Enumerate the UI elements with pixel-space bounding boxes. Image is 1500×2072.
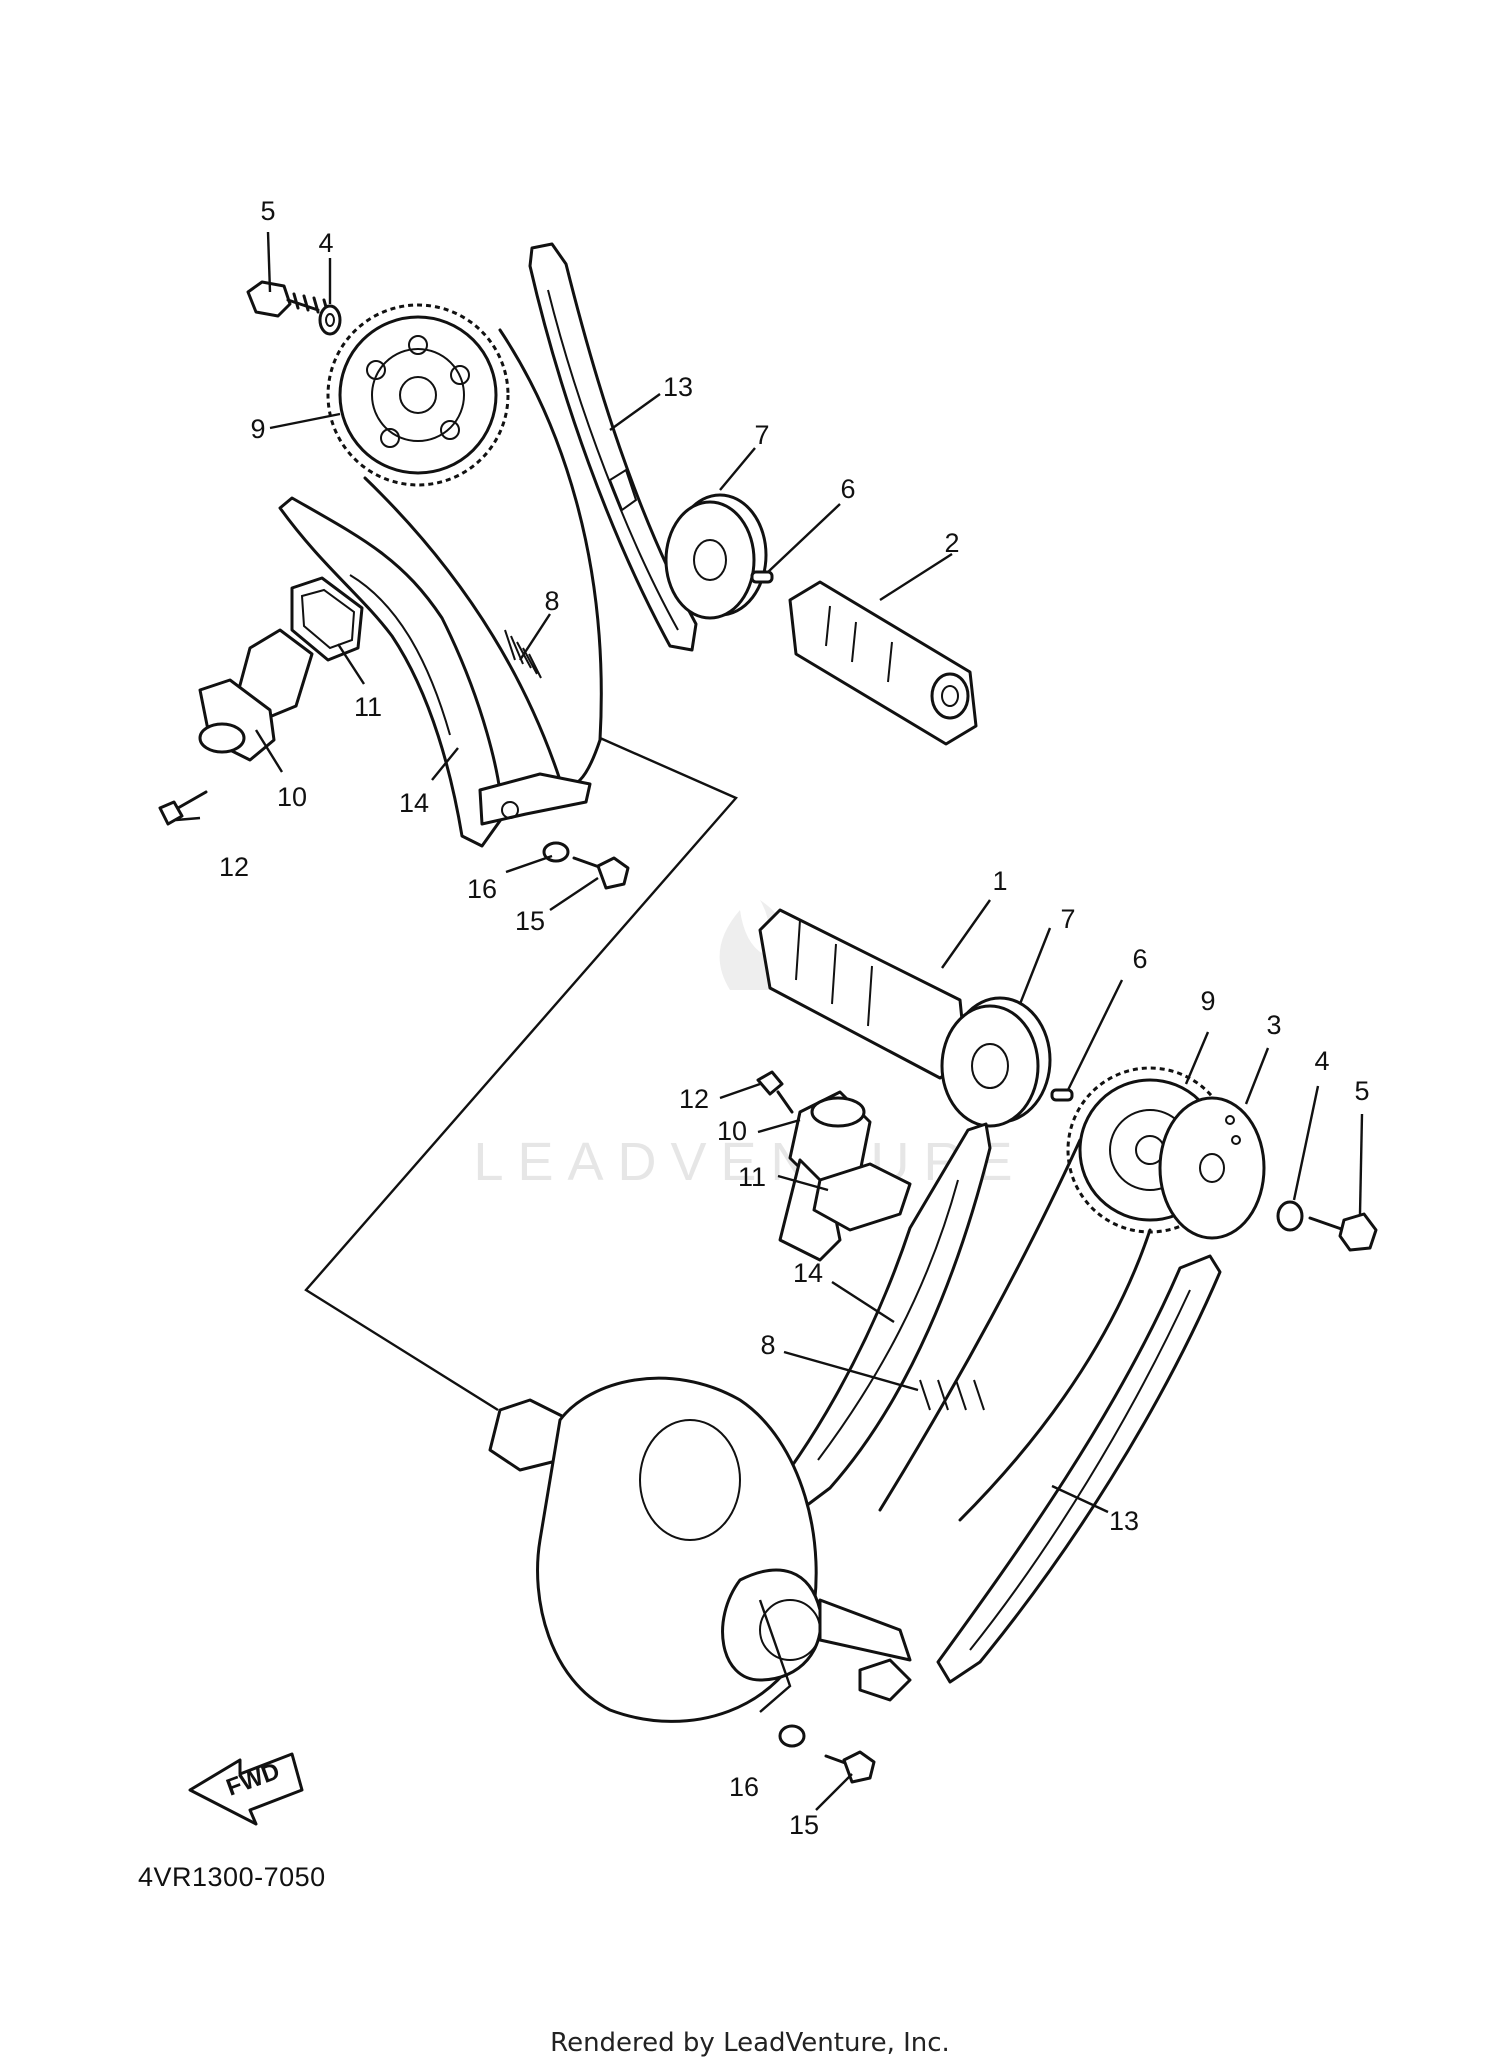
callout-5: 5	[260, 196, 275, 226]
bolt-12-top	[158, 790, 208, 826]
bolt-15-bottom	[778, 1724, 876, 1784]
callout-7: 7	[754, 420, 769, 450]
callout-6: 6	[840, 474, 855, 504]
callout-6: 6	[1132, 944, 1147, 974]
callout-13: 13	[1109, 1506, 1139, 1536]
washer-top	[318, 304, 342, 336]
callout-10: 10	[277, 782, 307, 812]
callout-10: 10	[717, 1116, 747, 1146]
callout-3: 3	[1266, 1010, 1281, 1040]
callout-16: 16	[467, 874, 497, 904]
callout-8: 8	[544, 586, 559, 616]
callout-14: 14	[793, 1258, 823, 1288]
part-code: 4VR1300-7050	[138, 1862, 326, 1892]
callout-12: 12	[219, 852, 249, 882]
callout-7: 7	[1060, 904, 1075, 934]
callouts-top: 5 4 9 13 7 6 2 8 11 10 14 12 16 15	[219, 196, 960, 936]
timing-chain-top	[363, 328, 603, 787]
callouts-bottom: 1 7 6 9 3 4 5 12 10 11 14 8 13 16 15	[679, 866, 1370, 1840]
connection-line	[304, 736, 738, 1412]
callout-13: 13	[663, 372, 693, 402]
callout-4: 4	[318, 228, 333, 258]
tensioner-bottom	[778, 1090, 872, 1262]
tensioner-guide-top	[278, 496, 592, 848]
chain-guide-top	[528, 242, 698, 652]
cam-plate-bottom	[940, 996, 1052, 1128]
timing-chain-bottom	[878, 1138, 1152, 1522]
cam-plate-3	[1158, 1096, 1266, 1240]
dowel-top	[750, 570, 774, 584]
dowel-bottom	[1050, 1088, 1074, 1102]
callout-2: 2	[944, 528, 959, 558]
camshaft-exhaust	[788, 580, 978, 746]
cam-plate-top	[664, 493, 768, 620]
bolt-top	[246, 280, 330, 318]
camshaft-intake	[758, 908, 968, 1080]
tensioner-top	[198, 628, 314, 762]
crankshaft	[488, 1376, 912, 1723]
cam-sprocket-top	[326, 303, 510, 487]
watermark-text: LEADVENTURE	[473, 1132, 1026, 1192]
callout-9: 9	[250, 414, 265, 444]
callout-15: 15	[789, 1810, 819, 1840]
tensioner-guide-bottom	[758, 1122, 992, 1520]
callout-4: 4	[1314, 1046, 1329, 1076]
gasket-bottom	[812, 1162, 912, 1232]
gasket-top	[290, 576, 364, 662]
bolt-bottom	[1308, 1212, 1378, 1252]
footer-credit: Rendered by LeadVenture, Inc.	[550, 2028, 950, 2058]
callout-14: 14	[399, 788, 429, 818]
bolt-15-top	[542, 841, 630, 890]
callout-16: 16	[729, 1772, 759, 1802]
callout-1: 1	[992, 866, 1007, 896]
callout-11: 11	[738, 1162, 766, 1192]
leader-lines	[175, 231, 1364, 1811]
fwd-arrow-icon: FWD	[188, 1752, 304, 1826]
callout-15: 15	[515, 906, 545, 936]
callout-9: 9	[1200, 986, 1215, 1016]
chain-guide-bottom	[936, 1254, 1222, 1684]
callout-12: 12	[679, 1084, 709, 1114]
callout-8: 8	[760, 1330, 775, 1360]
callout-11: 11	[354, 692, 382, 722]
bolt-12-bottom	[756, 1070, 794, 1114]
callout-5: 5	[1354, 1076, 1369, 1106]
washer-bottom	[1276, 1200, 1304, 1232]
